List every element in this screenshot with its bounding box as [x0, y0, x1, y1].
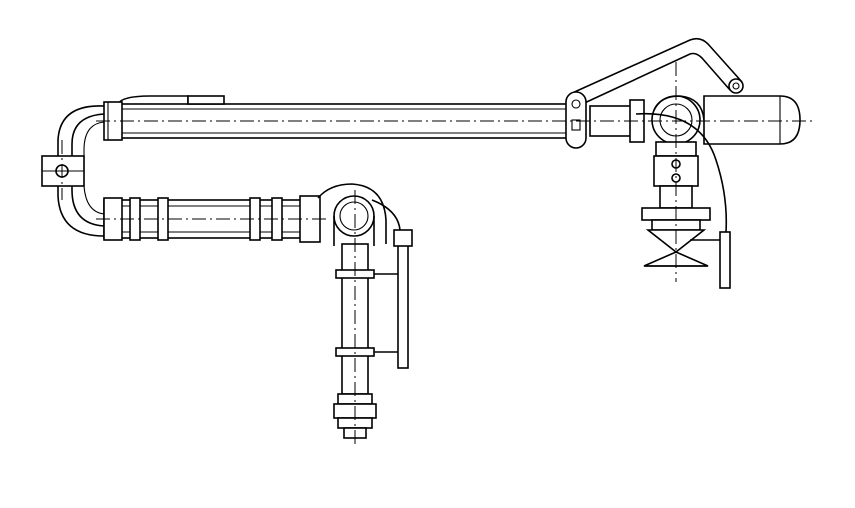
upper-pipe [117, 95, 573, 139]
counterweight [703, 95, 801, 145]
operator-handle [635, 112, 731, 289]
right-swivel-elbow [651, 95, 705, 145]
link-arm [569, 37, 744, 107]
lower-swivel-elbow [317, 183, 387, 246]
vertical-support-bar [371, 199, 413, 369]
arm-lug [565, 91, 587, 149]
left-clamp [41, 155, 85, 187]
center-lines [61, 62, 812, 448]
